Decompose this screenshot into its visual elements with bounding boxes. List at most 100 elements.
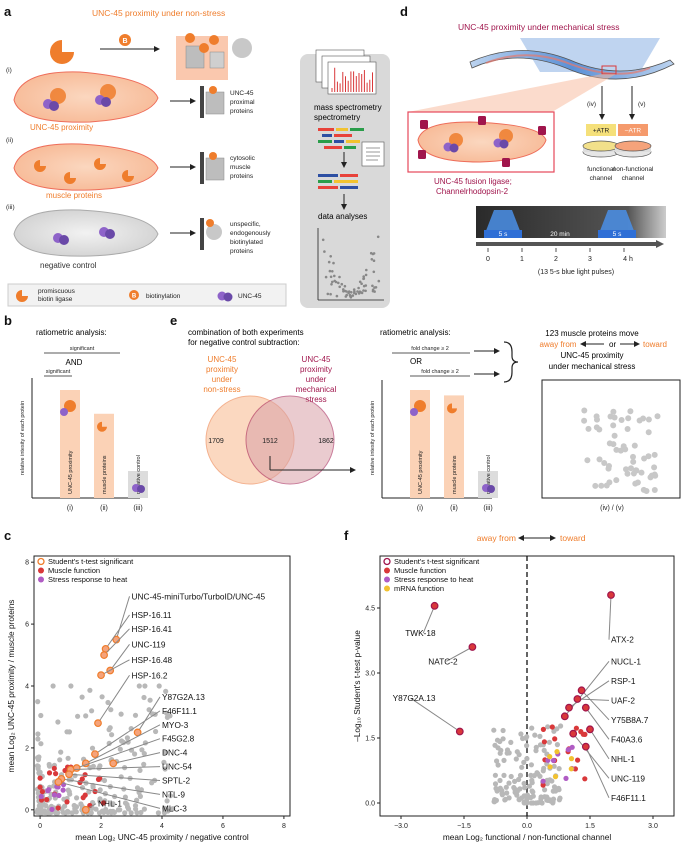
svg-text:relative intesity of each prot: relative intesity of each protein — [370, 401, 376, 475]
data-point — [521, 759, 527, 766]
mrna-point — [568, 766, 574, 772]
muscle-point — [540, 726, 547, 733]
muscle-point — [582, 731, 588, 738]
mini-scatter-point — [651, 487, 658, 493]
heat-point — [563, 775, 569, 782]
volcano-point — [347, 291, 350, 295]
data-point — [106, 740, 112, 747]
mini-scatter-point — [581, 407, 588, 414]
data-point — [524, 756, 530, 762]
svg-text:under: under — [212, 375, 233, 384]
muscle-point — [44, 797, 50, 803]
data-point — [128, 726, 134, 732]
data-point — [78, 801, 84, 807]
mini-scatter-point — [627, 408, 634, 415]
leader-line — [103, 628, 130, 656]
x-tick-label: −1.5 — [457, 823, 471, 830]
data-point — [119, 738, 125, 744]
mini-scatter-point — [645, 453, 652, 460]
muscle-point — [51, 765, 57, 772]
y-tick-label: 8 — [25, 560, 29, 567]
svg-text:relative intesity of each prot: relative intesity of each protein — [20, 401, 26, 475]
leader-line — [61, 778, 161, 795]
svg-text:(13 5-s blue light pulses): (13 5-s blue light pulses) — [538, 269, 614, 276]
svg-text:UNC-45: UNC-45 — [302, 355, 331, 364]
data-point — [492, 742, 498, 748]
data-point — [38, 741, 44, 747]
significant-point — [109, 759, 118, 768]
volcano-point — [370, 258, 374, 261]
svg-text:5 s: 5 s — [613, 231, 622, 238]
x-tick-label: 6 — [221, 823, 225, 830]
biotin-icon — [119, 34, 131, 46]
point-label: SPTL-2 — [162, 776, 191, 786]
mini-scatter-point — [585, 425, 592, 432]
mini-scatter-point — [596, 456, 603, 463]
volcano-point — [371, 284, 374, 288]
point-label: F46F11.1 — [162, 706, 197, 716]
data-point — [167, 793, 174, 799]
point-label: NTL-9 — [162, 789, 185, 799]
data-point — [506, 795, 512, 801]
muscle-point — [82, 772, 88, 778]
volcano-point — [372, 270, 376, 274]
data-point — [517, 772, 524, 779]
panel-a: a UNC-45 proximity under non-stress B (i… — [4, 4, 390, 308]
y-tick-label: 0.0 — [365, 801, 375, 808]
ratio-bar-xlabel: (i) — [417, 505, 423, 512]
protein-sphere-icon — [232, 38, 252, 58]
data-point — [103, 806, 109, 813]
data-point — [504, 750, 510, 756]
data-point — [46, 761, 52, 768]
leader-line — [97, 674, 130, 724]
volcano-point — [349, 296, 353, 299]
legend-marker — [38, 576, 44, 583]
svg-text:b: b — [4, 313, 12, 328]
ratio-bar-label: muscle proteins — [452, 455, 458, 494]
data-point — [134, 785, 141, 791]
data-point — [492, 797, 498, 803]
data-point — [499, 792, 505, 798]
volcano-point — [331, 270, 334, 273]
data-point — [106, 727, 112, 733]
point-label: NATC-2 — [428, 656, 458, 666]
data-point — [141, 751, 147, 757]
volcano-point — [331, 280, 334, 284]
volcano-point — [340, 282, 344, 286]
point-label: NHL-1 — [611, 754, 635, 764]
legend-marker — [384, 567, 390, 574]
x-tick-label: −3.0 — [394, 823, 408, 830]
leader-line — [109, 644, 130, 671]
volcano-point — [329, 275, 333, 279]
mini-scatter-point — [636, 417, 643, 424]
svg-text:UNC-45 proximity under mechani: UNC-45 proximity under mechanical stress — [458, 22, 620, 32]
ratio-bar-xlabel: (ii) — [450, 505, 458, 512]
svg-text:mechanical: mechanical — [296, 385, 337, 394]
data-point — [516, 776, 522, 783]
svg-text:1862: 1862 — [318, 438, 334, 445]
mini-scatter-point — [630, 453, 636, 460]
mini-scatter-point — [603, 482, 610, 489]
muscle-point — [37, 784, 43, 790]
data-point — [556, 797, 563, 803]
svg-text:1709: 1709 — [208, 438, 224, 445]
bar-unc45-icon — [487, 485, 495, 493]
data-point — [165, 808, 171, 814]
data-point — [529, 725, 535, 731]
significant-point — [97, 671, 105, 680]
data-point — [516, 797, 522, 803]
data-point — [163, 688, 169, 695]
leader-line — [76, 738, 161, 769]
point-label: Y75B8A.7 — [611, 715, 649, 725]
x-tick-label: 3.0 — [648, 823, 658, 830]
svg-text:biotinylated: biotinylated — [230, 239, 263, 246]
muscle-point — [82, 792, 88, 798]
svg-text:(iv) / (v): (iv) / (v) — [600, 505, 624, 512]
mrna-point — [568, 756, 575, 762]
volcano-point — [326, 292, 330, 296]
svg-text:–ATR: –ATR — [625, 128, 641, 135]
mini-scatter-point — [618, 417, 625, 423]
point-label: NUCL-1 — [611, 656, 641, 666]
panel-b: b ratiometric analysis: significant AND … — [4, 313, 148, 512]
